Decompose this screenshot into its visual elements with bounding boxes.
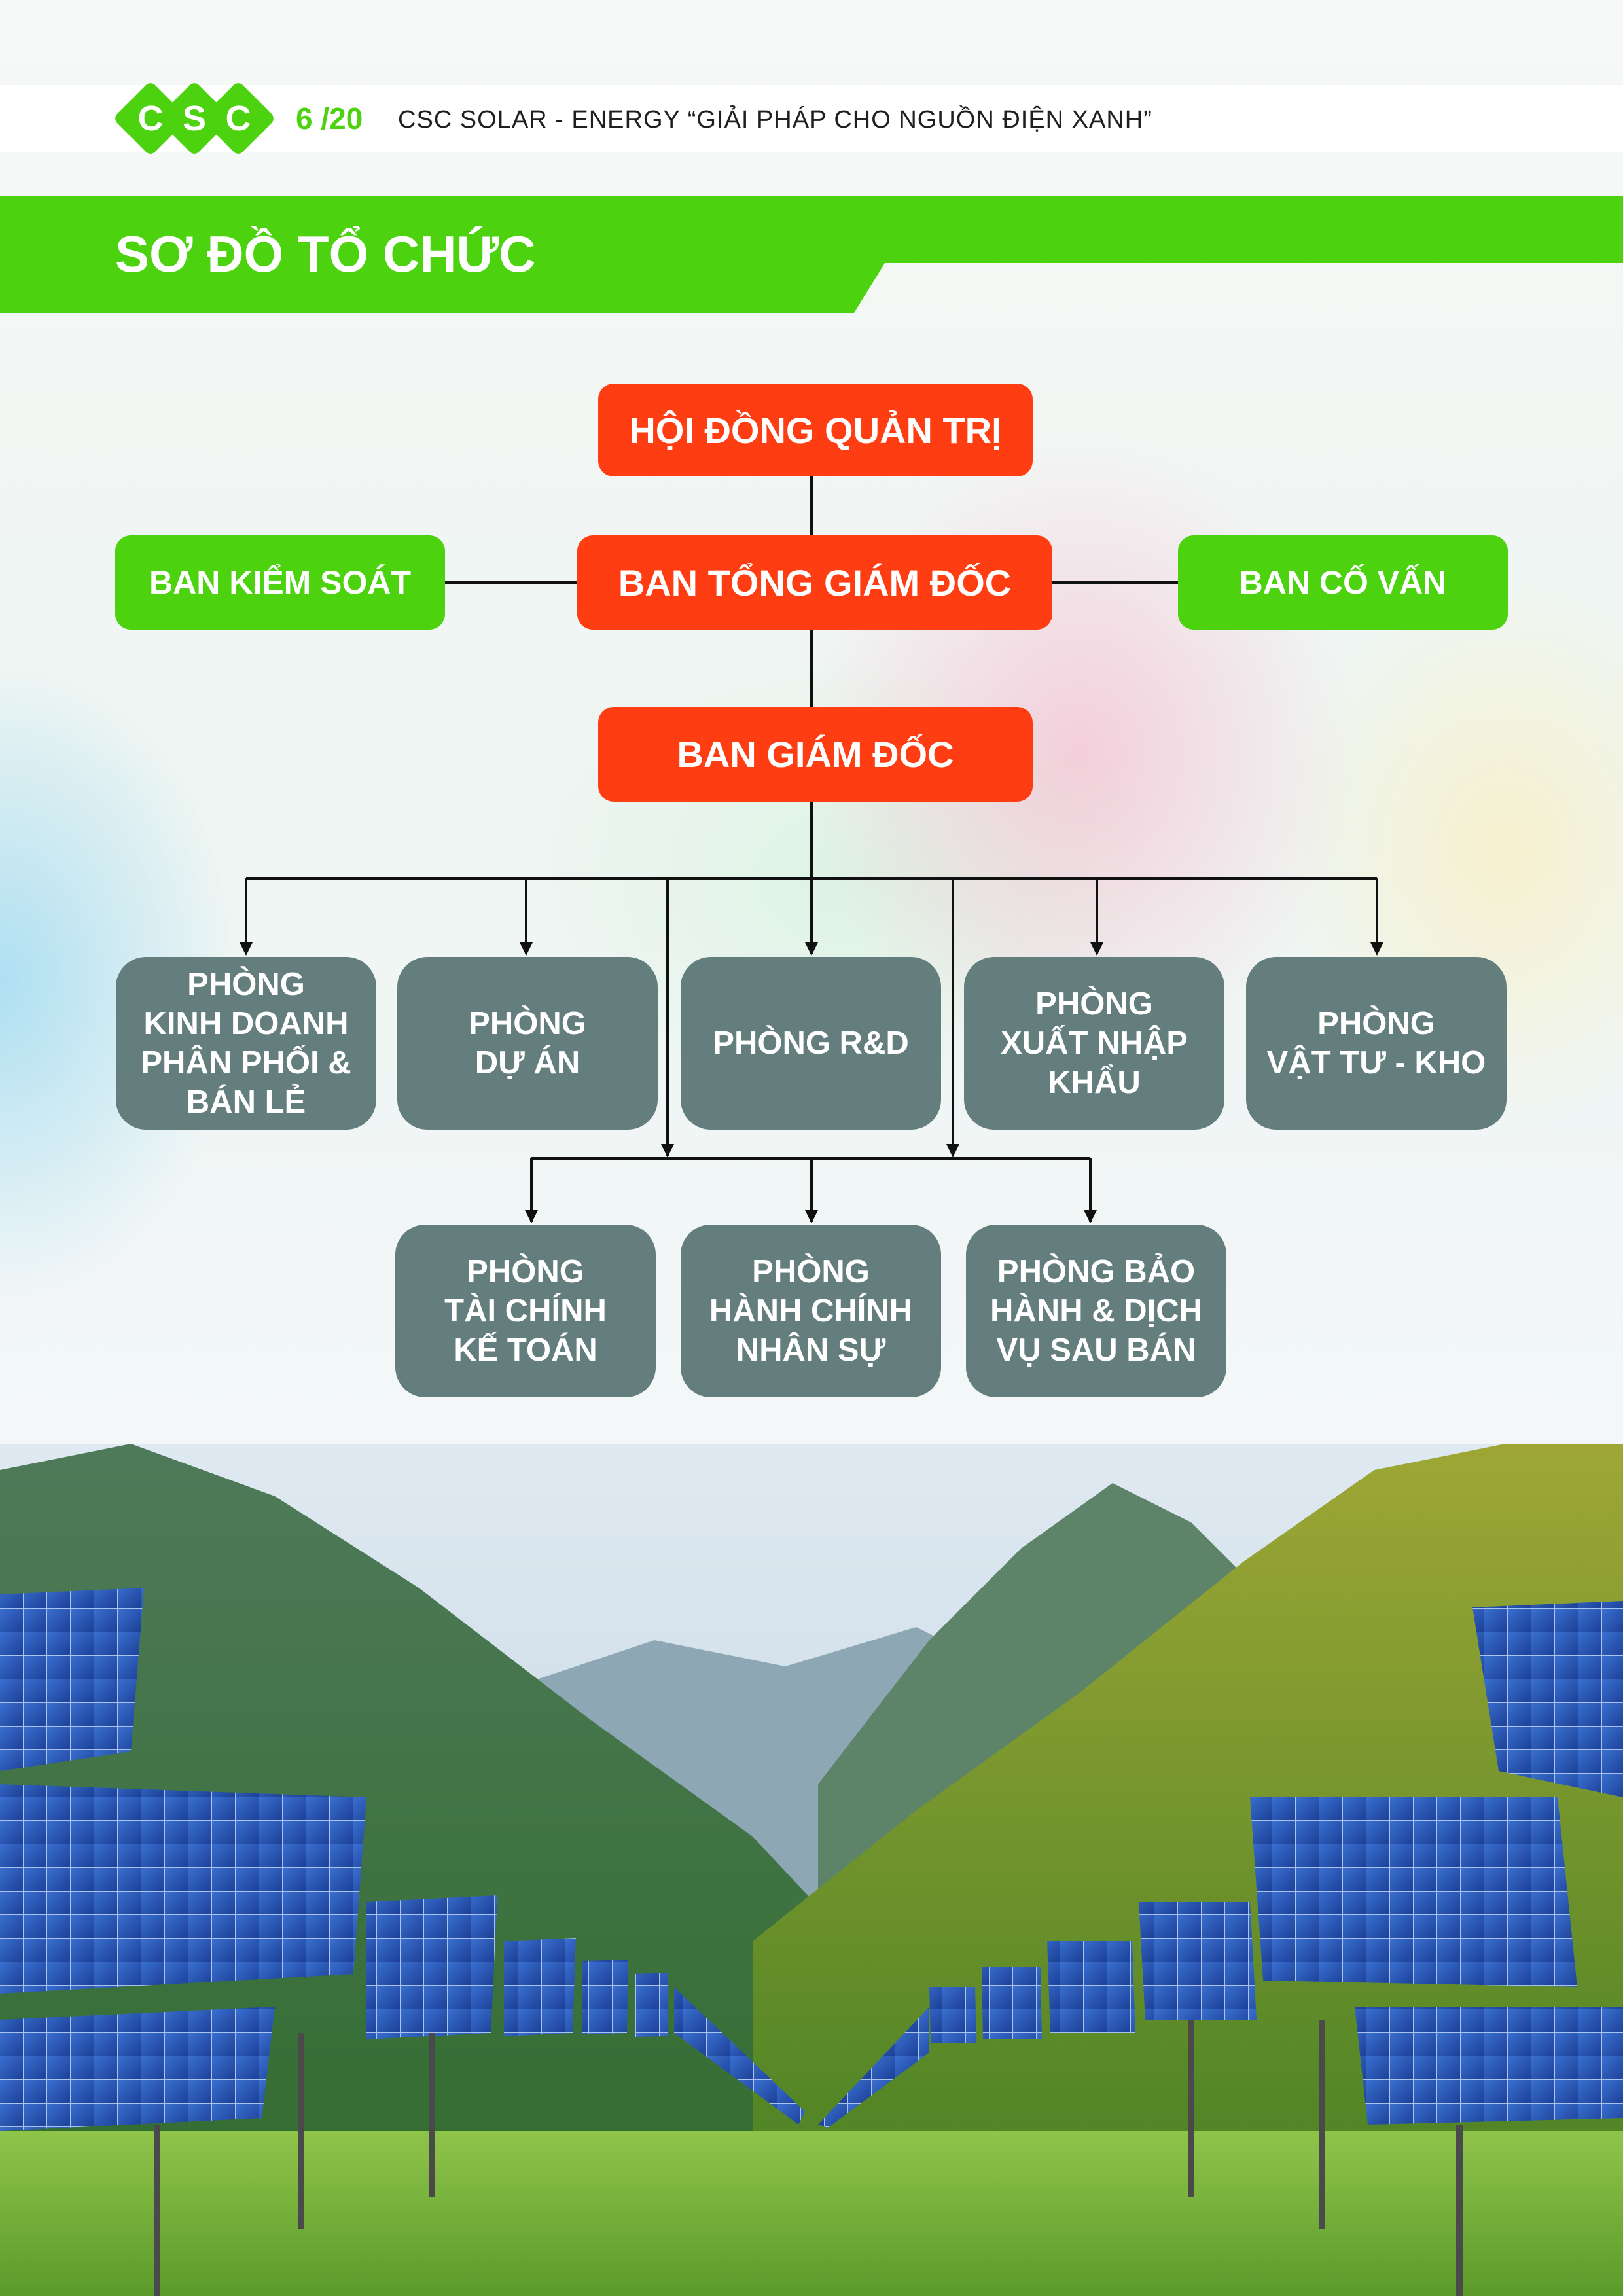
department-import-export-box: PHÒNG XUẤT NHẬP KHẨU [964, 957, 1224, 1130]
department-hr-admin-box: PHÒNG HÀNH CHÍNH NHÂN SỰ [681, 1225, 941, 1397]
department-rnd-box: PHÒNG R&D [681, 957, 941, 1130]
department-materials-warehouse-box: PHÒNG VẬT TƯ - KHO [1246, 957, 1507, 1130]
department-warranty-service-box: PHÒNG BẢO HÀNH & DỊCH VỤ SAU BÁN [966, 1225, 1226, 1397]
logo-letter: C [137, 99, 164, 138]
department-finance-box: PHÒNG TÀI CHÍNH KẾ TOÁN [395, 1225, 656, 1397]
csc-logo: C S C [113, 81, 276, 156]
page-title: SƠ ĐỒ TỔ CHỨC [115, 225, 536, 283]
advisory-board-box: BAN CỐ VẤN [1178, 535, 1508, 630]
title-bar [0, 196, 1623, 313]
page-number: 6 /20 [296, 101, 363, 135]
department-sales-box: PHÒNG KINH DOANH PHÂN PHỐI & BÁN LẺ [116, 957, 376, 1130]
solar-farm-photo [0, 1444, 1623, 2296]
header-tagline: CSC SOLAR - ENERGY “GIẢI PHÁP CHO NGUỒN … [398, 106, 1152, 134]
board-of-directors-box: HỘI ĐỒNG QUẢN TRỊ [598, 384, 1033, 476]
logo-letter: S [182, 99, 207, 138]
directors-box: BAN GIÁM ĐỐC [598, 707, 1033, 802]
org-connectors [240, 476, 1383, 1223]
logo-letter: C [225, 99, 251, 138]
supervisory-board-box: BAN KIỂM SOÁT [115, 535, 445, 630]
department-projects-box: PHÒNG DỰ ÁN [397, 957, 658, 1130]
general-directors-box: BAN TỔNG GIÁM ĐỐC [577, 535, 1052, 630]
